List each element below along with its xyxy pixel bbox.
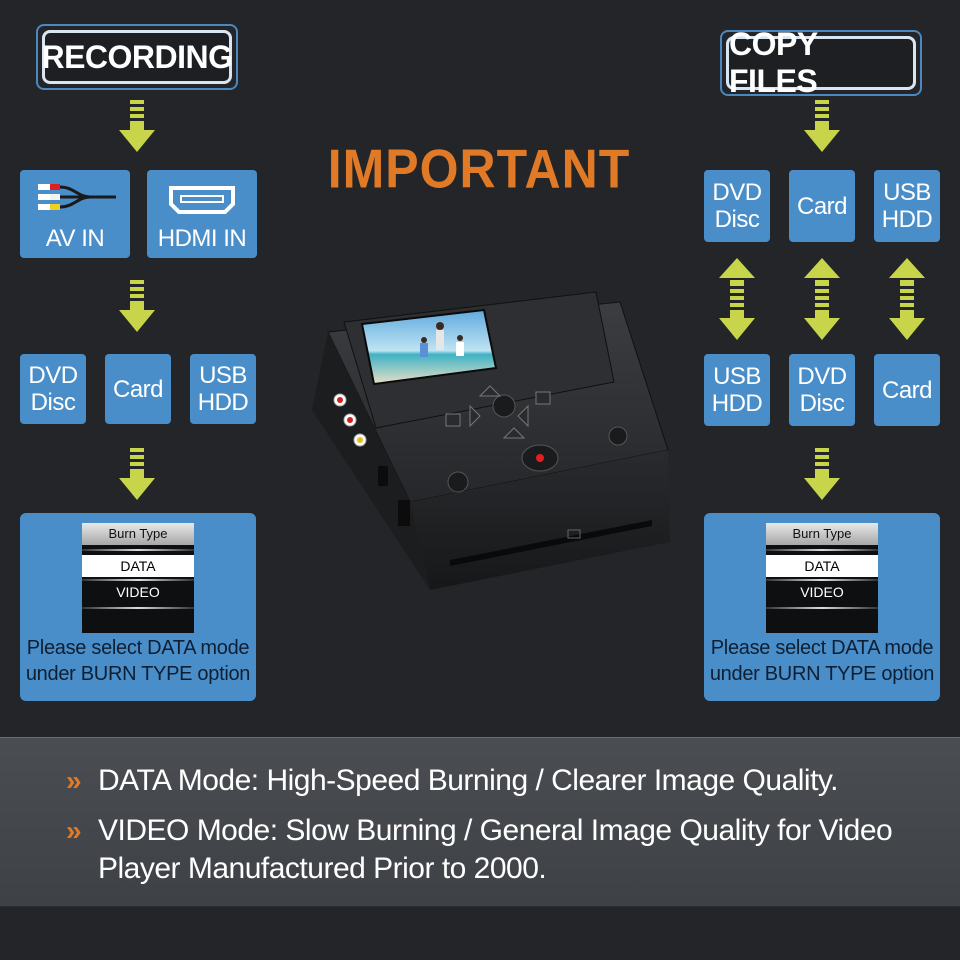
tile-label-line2: Disc xyxy=(799,390,845,417)
tile-label-line2: HDD xyxy=(711,390,763,417)
menu-divider xyxy=(766,579,878,581)
tile-label-line1: USB xyxy=(883,179,931,206)
burn-type-option-video[interactable]: VIDEO xyxy=(800,584,844,600)
copy-usb-hdd-target-tile: USB HDD xyxy=(704,354,770,426)
down-arrow-icon xyxy=(119,448,155,500)
menu-divider xyxy=(82,549,194,551)
av-cable-icon xyxy=(38,184,116,210)
tile-label-line2: HDD xyxy=(197,389,249,416)
burn-type-menu-title: Burn Type xyxy=(766,523,878,545)
copy-dvd-disc-target-tile: DVD Disc xyxy=(789,354,855,426)
recording-header: RECORDING xyxy=(36,24,238,90)
burn-type-option-data[interactable]: DATA xyxy=(82,555,194,577)
down-arrow-icon xyxy=(804,448,840,500)
burn-type-note-line2: under BURN TYPE option xyxy=(25,663,251,685)
down-arrow-icon xyxy=(119,100,155,152)
menu-divider xyxy=(82,579,194,581)
tile-label-line1: Card xyxy=(881,376,933,404)
menu-divider xyxy=(82,607,194,609)
copy-usb-hdd-tile: USB HDD xyxy=(874,170,940,242)
tile-label-line1: Card xyxy=(112,375,164,403)
note-text-line1: DATA Mode: High-Speed Burning / Clearer … xyxy=(98,764,839,797)
burn-type-menu: Burn Type DATA VIDEO xyxy=(766,523,878,633)
burn-type-menu: Burn Type DATA VIDEO xyxy=(82,523,194,633)
dvd-recorder-device-image xyxy=(312,291,670,590)
tile-label-line1: DVD xyxy=(797,363,847,390)
note-text-line1: VIDEO Mode: Slow Burning / General Image… xyxy=(98,814,893,847)
burn-type-note-line1: Please select DATA mode xyxy=(710,637,934,659)
hdmi-in-tile: HDMI IN xyxy=(147,170,257,258)
tile-label-line1: Card xyxy=(796,192,848,220)
down-arrow-icon xyxy=(119,280,155,332)
tile-label-line2: HDD xyxy=(881,206,933,233)
note-video-mode: » VIDEO Mode: Slow Burning / General Ima… xyxy=(66,812,893,888)
recording-card-tile: Card xyxy=(105,354,171,424)
chevron-right-icon: » xyxy=(66,765,82,796)
bidirectional-arrow-icon xyxy=(804,258,840,340)
tile-label-line2: Disc xyxy=(714,206,760,233)
hdmi-in-label: HDMI IN xyxy=(157,225,247,252)
recording-header-label: RECORDING xyxy=(41,30,233,84)
copy-card-tile: Card xyxy=(789,170,855,242)
tile-label-line1: DVD xyxy=(712,179,762,206)
av-in-label: AV IN xyxy=(45,225,105,252)
copy-files-header-label: COPY FILES xyxy=(726,26,916,99)
copy-card-target-tile: Card xyxy=(874,354,940,426)
copy-burn-type-panel: Burn Type DATA VIDEO Please select DATA … xyxy=(704,513,940,701)
tile-label-line1: USB xyxy=(713,363,761,390)
menu-divider xyxy=(766,549,878,551)
hdmi-port-icon xyxy=(169,186,235,214)
note-text-line2: Player Manufactured Prior to 2000. xyxy=(98,852,547,885)
av-in-tile: AV IN xyxy=(20,170,130,258)
menu-divider xyxy=(766,607,878,609)
burn-type-note-line2: under BURN TYPE option xyxy=(709,663,935,685)
notes-band: » DATA Mode: High-Speed Burning / Cleare… xyxy=(0,737,960,907)
important-title: IMPORTANT xyxy=(327,138,631,200)
burn-type-menu-title: Burn Type xyxy=(82,523,194,545)
copy-files-header: COPY FILES xyxy=(720,26,922,99)
bidirectional-arrow-icon xyxy=(719,258,755,340)
bidirectional-arrow-icon xyxy=(889,258,925,340)
tile-label-line1: DVD xyxy=(28,362,78,389)
tile-label-line1: USB xyxy=(199,362,247,389)
note-data-mode: » DATA Mode: High-Speed Burning / Cleare… xyxy=(66,762,839,800)
recording-burn-type-panel: Burn Type DATA VIDEO Please select DATA … xyxy=(20,513,256,701)
burn-type-note-line1: Please select DATA mode xyxy=(26,637,250,659)
recording-usb-hdd-tile: USB HDD xyxy=(190,354,256,424)
burn-type-option-video[interactable]: VIDEO xyxy=(116,584,160,600)
burn-type-option-data[interactable]: DATA xyxy=(766,555,878,577)
down-arrow-icon xyxy=(804,100,840,152)
tile-label-line2: Disc xyxy=(30,389,76,416)
chevron-right-icon: » xyxy=(66,815,82,846)
recording-dvd-disc-tile: DVD Disc xyxy=(20,354,86,424)
copy-dvd-disc-tile: DVD Disc xyxy=(704,170,770,242)
